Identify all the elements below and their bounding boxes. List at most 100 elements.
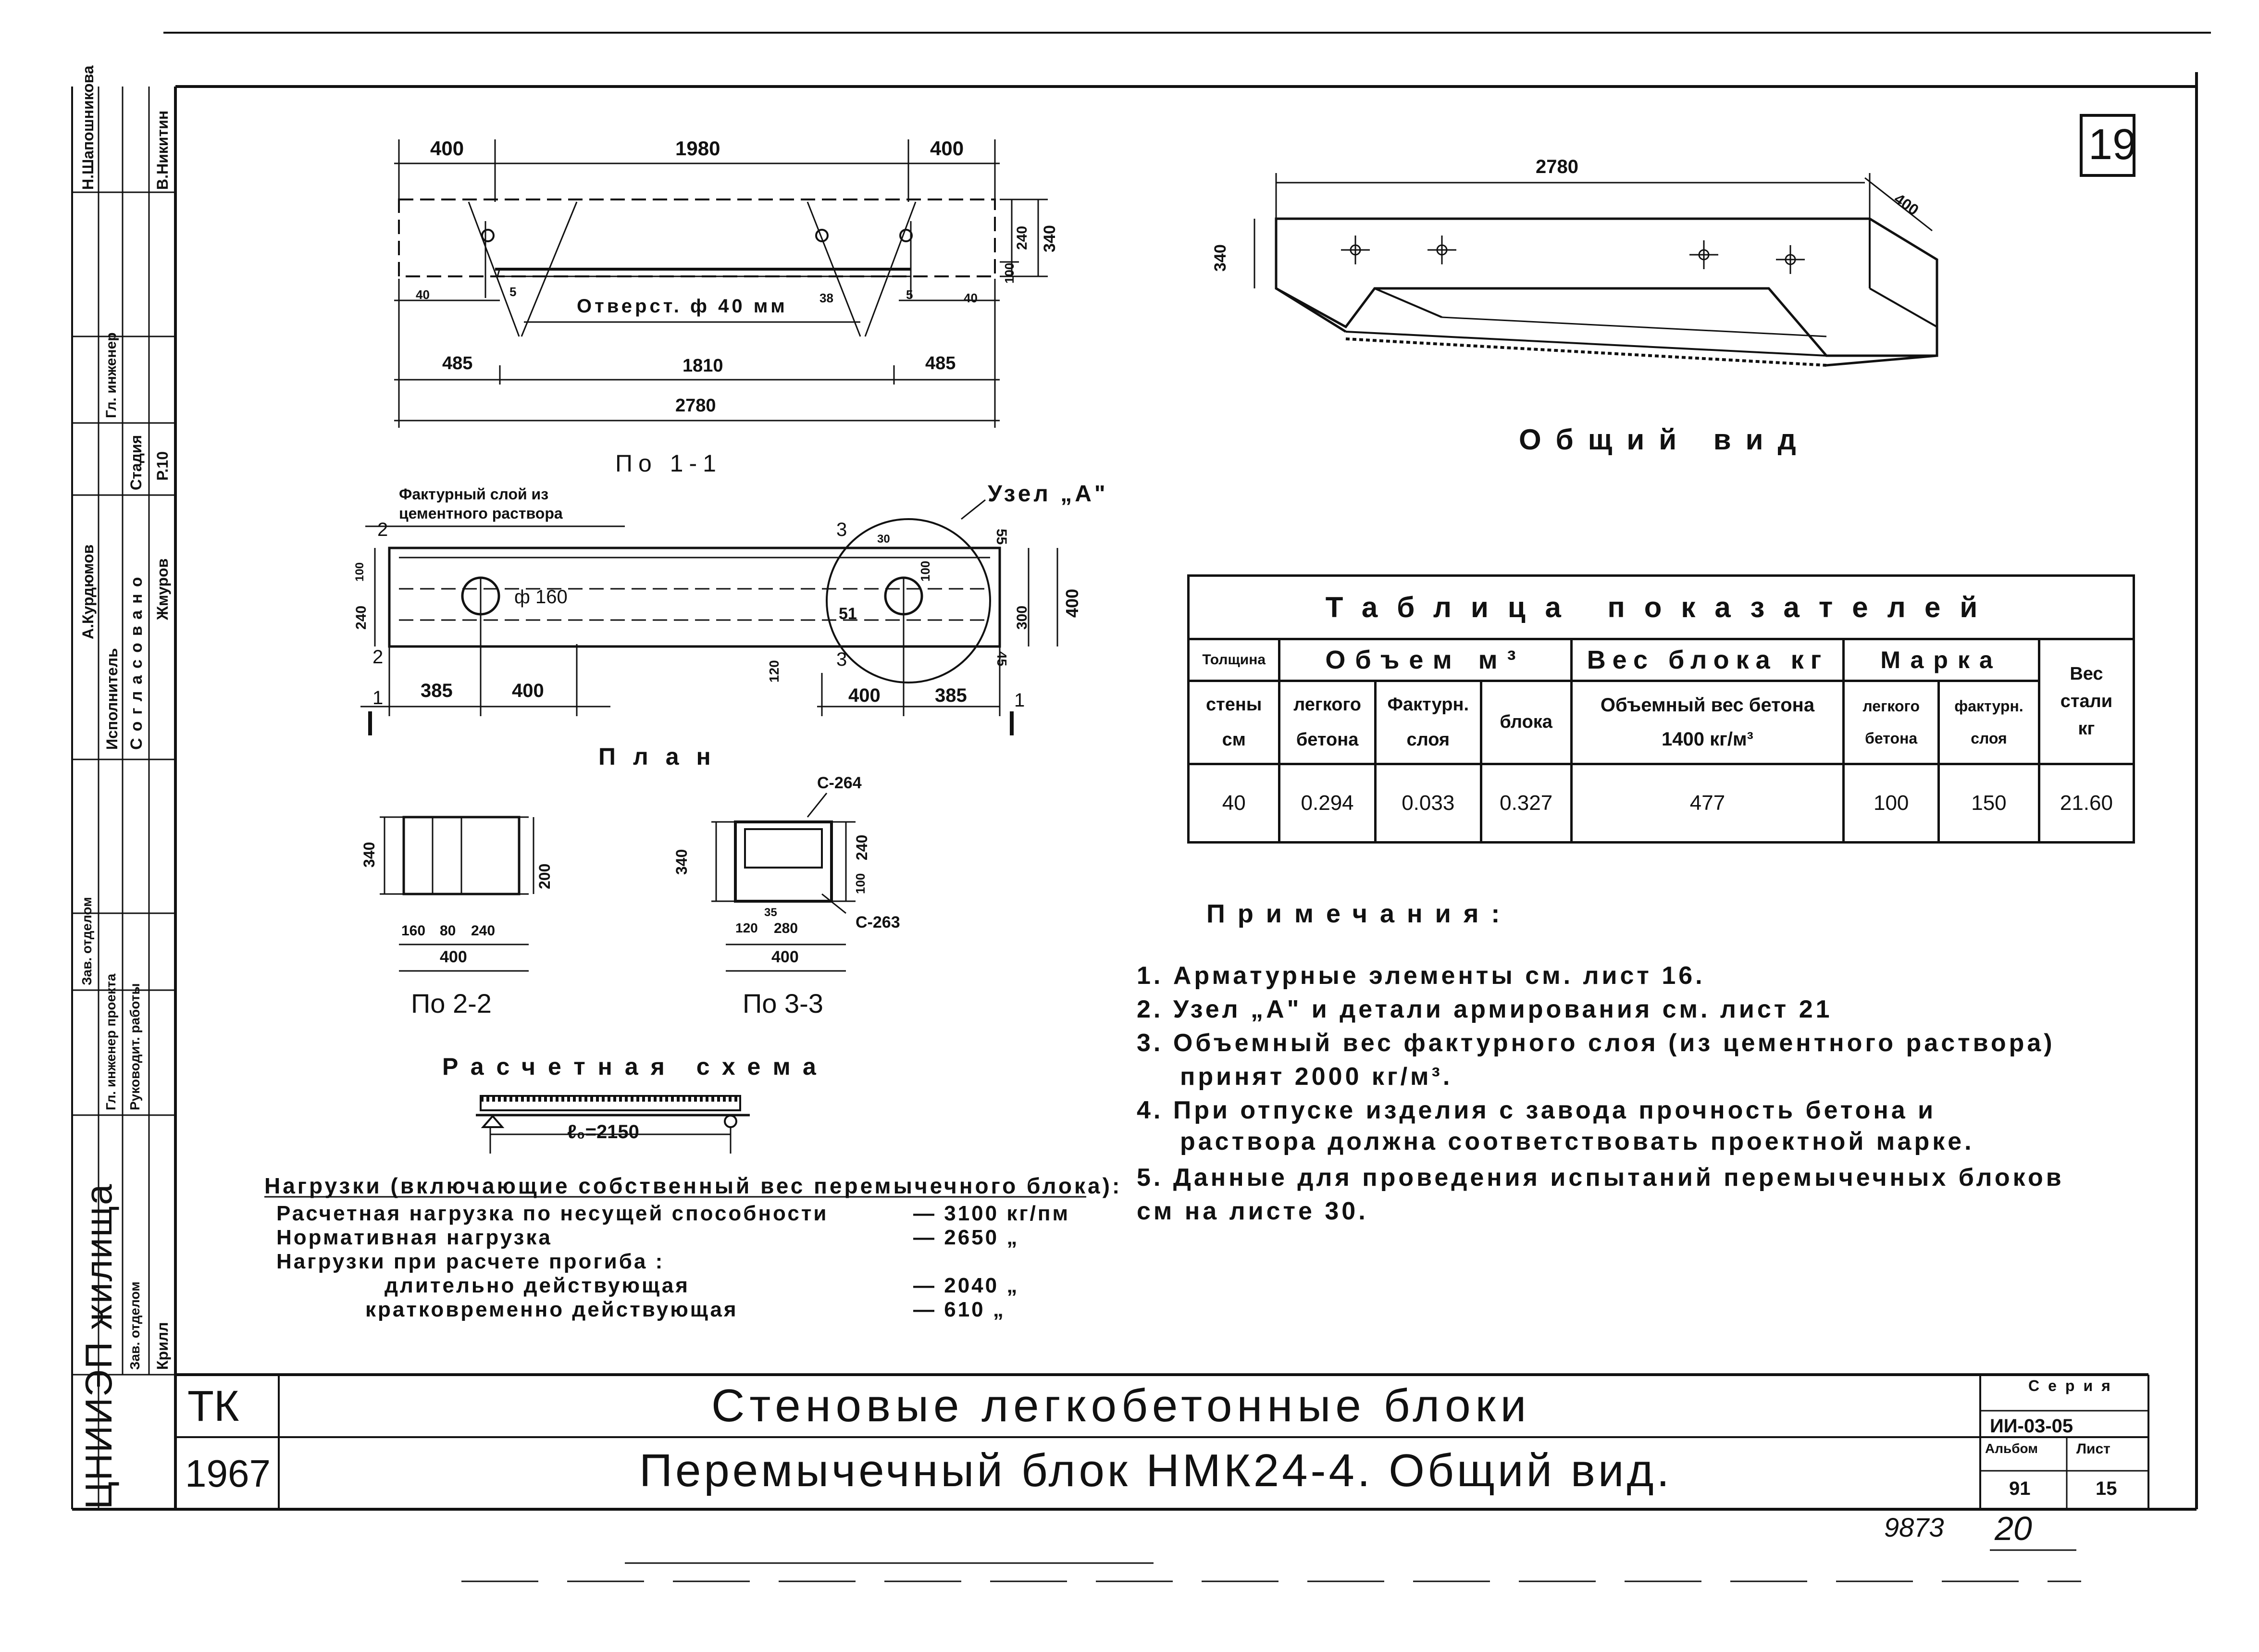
note-3: 3. Объемный вес фактурного слоя (из цеме… bbox=[1137, 1029, 2055, 1057]
gv-title: Общий вид bbox=[1519, 423, 1811, 456]
cell-block-volume: 0.327 bbox=[1479, 763, 1573, 844]
loads-row-5-value: — 610 „ bbox=[913, 1298, 1005, 1321]
plan-dia: ф 160 bbox=[514, 586, 568, 608]
s33-dim-35: 35 bbox=[764, 906, 777, 919]
s22-dim-340: 340 bbox=[360, 842, 378, 868]
loads-row-3-label: Нагрузки при расчете прогиба : bbox=[276, 1250, 665, 1273]
cell-light-volume: 0.294 bbox=[1278, 763, 1377, 844]
elev-hole-label: Отверст. ф 40 мм bbox=[577, 296, 788, 317]
s22-dim-160: 160 bbox=[401, 923, 426, 939]
elev-section-mark: По 1-1 bbox=[615, 450, 722, 477]
plan-mark-4: 1 bbox=[1014, 690, 1025, 711]
h-light-2: бетона bbox=[1296, 729, 1359, 750]
h-mark-light-2: бетона bbox=[1865, 729, 1918, 747]
note-1: 1. Арматурные элементы см. лист 16. bbox=[1137, 962, 1705, 990]
side-institute: ЦНИИЭП жилища bbox=[77, 1183, 120, 1509]
h-facture-1: Фактурн. bbox=[1387, 694, 1469, 715]
cell-weight: 477 bbox=[1570, 763, 1845, 844]
h-light-1: легкого bbox=[1293, 694, 1362, 715]
plan-small-4: 120 bbox=[767, 660, 782, 683]
side-name-2: В.Никитин bbox=[154, 110, 171, 190]
sheet-value: 15 bbox=[2096, 1478, 2117, 1499]
side-role-7: Зав. отделом bbox=[79, 897, 94, 985]
plan-mark-3: 1 bbox=[372, 687, 384, 708]
h-light: легкого бетона bbox=[1278, 679, 1377, 766]
plan-mark-1: 2 bbox=[377, 519, 388, 540]
s22-dim-200: 200 bbox=[536, 863, 553, 889]
h-steel-1: Вес bbox=[2070, 664, 2103, 684]
s33-dim-340: 340 bbox=[673, 849, 690, 875]
side-stage-value: Р.10 bbox=[154, 451, 171, 481]
cell-thickness: 40 bbox=[1187, 763, 1281, 844]
note-5b: см на листе 30. bbox=[1137, 1197, 1368, 1225]
side-role-4: Гл. инженер проекта bbox=[103, 973, 118, 1110]
table-title: Таблица показателей bbox=[1187, 574, 2135, 641]
elev-dim-small-5: 40 bbox=[964, 291, 978, 305]
plan-dim-right-2: 300 bbox=[1014, 605, 1030, 630]
series-value: ИИ-03-05 bbox=[1990, 1416, 2073, 1437]
h-mark-light: легкого бетона bbox=[1842, 679, 1940, 766]
plan-layer-note-1: Фактурный слой из bbox=[399, 485, 549, 503]
h-volume: Объем м³ bbox=[1278, 638, 1573, 682]
sheet-label: Лист bbox=[2076, 1441, 2110, 1457]
s22-dim-240: 240 bbox=[471, 923, 496, 939]
h-facture-2: слоя bbox=[1406, 729, 1450, 750]
plan-small-1: 30 bbox=[877, 533, 890, 546]
plan-dim-bottom-3: 400 bbox=[848, 685, 881, 706]
plan-small-3: 51 bbox=[839, 605, 857, 623]
s22-title: По 2-2 bbox=[411, 988, 492, 1019]
note-2: 2. Узел „А" и детали армирования см. лис… bbox=[1137, 995, 1833, 1023]
plan-dim-right-1: 55 bbox=[993, 529, 1009, 545]
elev-dim-small-2: 5 bbox=[509, 285, 517, 299]
loads-row-2-value: — 2650 „ bbox=[913, 1226, 1019, 1249]
h-steel: Вес стали кг bbox=[2037, 638, 2135, 766]
side-stage: Стадия bbox=[127, 435, 145, 490]
plan-dim-bottom-2: 400 bbox=[512, 680, 544, 701]
title-line-2: Перемычечный блок НМК24-4. Общий вид. bbox=[639, 1445, 1673, 1496]
elev-dim-right-3: 340 bbox=[1041, 225, 1059, 252]
plan-dim-bottom-1: 385 bbox=[421, 680, 453, 701]
title-year: 1967 bbox=[185, 1452, 271, 1495]
page-number: 20 bbox=[1995, 1510, 2032, 1547]
elev-dim-small-4: 5 bbox=[906, 287, 913, 302]
side-role-1: Исполнитель bbox=[103, 648, 121, 750]
s33-mark-2: С-263 bbox=[856, 913, 900, 932]
h-vol-weight-2: 1400 кг/м³ bbox=[1662, 728, 1753, 750]
h-thickness-1: Толщина bbox=[1187, 638, 1281, 682]
gv-dim-length: 2780 bbox=[1536, 156, 1578, 177]
h-thickness-cm: см bbox=[1222, 729, 1246, 750]
side-role-6: Зав. отделом bbox=[127, 1281, 142, 1370]
h-steel-3: кг bbox=[2078, 719, 2095, 739]
side-role-5: Руководит. работы bbox=[127, 983, 142, 1110]
elev-dim-total: 2780 bbox=[675, 396, 716, 416]
h-block: блока bbox=[1479, 679, 1573, 766]
elev-dim-small-3: 38 bbox=[819, 291, 833, 305]
elev-dim-top-2: 1980 bbox=[675, 137, 720, 160]
scheme-span: ℓ₀=2150 bbox=[567, 1121, 639, 1143]
plan-small-2: 100 bbox=[918, 560, 932, 582]
plan-mark-6: 3 bbox=[836, 649, 847, 670]
side-name-5: Крилл bbox=[154, 1322, 171, 1370]
gv-dim-height: 340 bbox=[1211, 244, 1229, 272]
stamp-number: 9873 bbox=[1884, 1512, 1944, 1542]
elev-dim-top-3: 400 bbox=[930, 137, 964, 160]
plan-layer-note-2: цементного раствора bbox=[399, 505, 563, 522]
h-vol-weight: Объемный вес бетона 1400 кг/м³ bbox=[1570, 679, 1845, 766]
loads-row-1-value: — 3100 кг/пм bbox=[913, 1202, 1070, 1225]
s33-title: По 3-3 bbox=[743, 988, 823, 1019]
loads-row-1-label: Расчетная нагрузка по несущей способност… bbox=[276, 1202, 829, 1225]
elev-dim-small-1: 40 bbox=[416, 287, 430, 302]
s22-dim-400: 400 bbox=[440, 948, 467, 966]
loads-header: Нагрузки (включающие собственный вес пер… bbox=[264, 1173, 1122, 1198]
loads-row-4-label: длительно действующая bbox=[385, 1274, 690, 1297]
title-org: ТК bbox=[187, 1382, 239, 1430]
s33-mark-1: С-264 bbox=[817, 774, 862, 792]
s33-dim-240: 240 bbox=[853, 834, 870, 860]
plan-dim-right-4: 45 bbox=[994, 651, 1009, 667]
h-mark-fact-1: фактурн. bbox=[1954, 697, 2023, 715]
notes-title: Примечания: bbox=[1206, 899, 1513, 928]
elev-dim-right-2: 100 bbox=[1002, 262, 1017, 284]
elev-dim-top-1: 400 bbox=[430, 137, 464, 160]
h-vol-weight-1: Объемный вес бетона bbox=[1600, 694, 1815, 716]
